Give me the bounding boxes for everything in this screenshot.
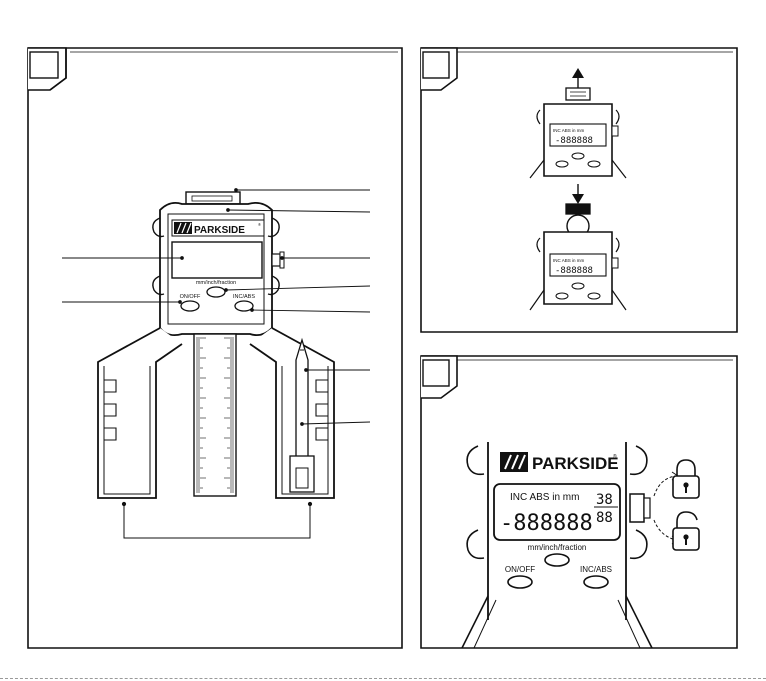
fig2-digits: -888888 [555,136,593,146]
fig3-fraction-bottom: 88 [596,510,613,526]
fig2-device-unlocked: INC ABS in mm -888888 [530,68,626,178]
fig3-digits: -888888 [500,511,593,536]
left-leg [98,328,182,498]
fig3-inc-abs-button[interactable] [584,576,608,588]
fig3-fraction-top: 38 [596,492,613,508]
on-off-button-label: ON/OFF [180,294,201,300]
lcd-screen [172,242,262,278]
arrow-down-icon [572,194,584,204]
figure-2-panel: INC ABS in mm -888888 INC ABS in mm -888… [421,48,737,332]
fig3-lock-knob[interactable] [630,494,644,522]
figure-3-panel: PARKSIDE ® INC ABS in mm -888888 38 88 m… [421,356,737,648]
fig2b-status-labels: INC ABS in mm [553,258,585,263]
fig3-on-off-label: ON/OFF [505,565,535,574]
fig2-status-labels: INC ABS in mm [553,128,585,133]
fig2b-digits: -888888 [555,266,593,276]
unit-button[interactable] [207,287,225,297]
pencil-holder [290,456,314,492]
lock-knob [272,254,280,266]
fig3-unit-label: mm/inch/fraction [528,543,587,552]
fig3-on-off-button[interactable] [508,576,532,588]
fig3-display-closeup: PARKSIDE ® INC ABS in mm -888888 38 88 m… [462,442,699,648]
fig3-status-labels: INC ABS in mm [510,492,579,503]
arrow-up-icon [572,68,584,78]
page-bottom-rule [0,678,766,680]
inc-abs-button-label: INC/ABS [233,294,255,300]
fig3-unit-button[interactable] [545,554,569,566]
fig2-device-locked: INC ABS in mm -888888 [530,184,626,310]
fig3-inc-abs-label: INC/ABS [580,565,612,574]
baseline-bracket [124,504,310,538]
lock-open-icon [673,512,699,550]
fig3-registered-mark: ® [613,453,617,460]
depth-gauge-device: PARKSIDE mm/inch/fraction ON/OFF INC/ABS [98,192,334,538]
on-off-button[interactable] [181,301,199,311]
fig3-brand-logo: PARKSIDE [532,454,619,473]
brand-logo-text: PARKSIDE [194,225,245,236]
fig1-registered-mark: ® [258,222,261,227]
figure-1-panel: PARKSIDE mm/inch/fraction ON/OFF INC/ABS [28,48,402,648]
lock-closed-icon [673,460,699,498]
unit-button-label: mm/inch/fraction [196,280,236,286]
